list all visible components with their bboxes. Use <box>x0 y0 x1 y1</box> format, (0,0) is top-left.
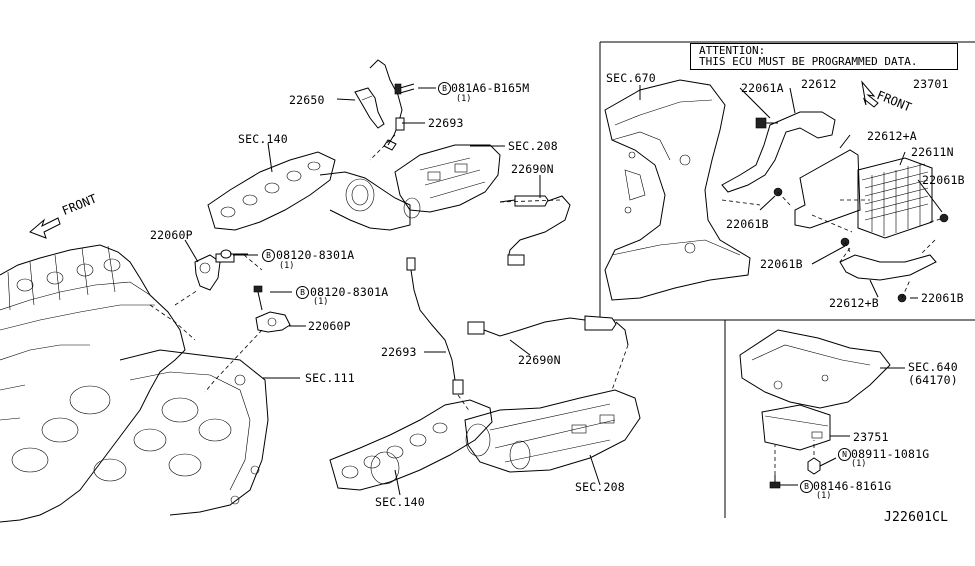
bolt-08146 <box>769 445 781 489</box>
part-label-22690n-upper[interactable]: 22690N <box>511 162 554 176</box>
part-label-22612-a[interactable]: 22612+A <box>867 129 917 143</box>
part-label-22690n-mid[interactable]: 22690N <box>518 353 561 367</box>
part-label-22061b-2[interactable]: 22061B <box>726 217 769 231</box>
section-subcode-64170: (64170) <box>908 373 958 387</box>
part-label-08146-8161g[interactable]: 08146-8161G <box>813 479 892 493</box>
part-label-22650[interactable]: 22650 <box>289 93 325 107</box>
bracket-22612a <box>794 149 870 233</box>
part-qty-08146: (1) <box>816 491 832 501</box>
part-label-22060p-upper[interactable]: 22060P <box>150 228 193 242</box>
nut-08911 <box>807 440 821 475</box>
bracket-22650 <box>354 87 385 129</box>
bolt-08120-mid <box>253 285 263 311</box>
bolts-22061b <box>773 187 949 303</box>
af-sensor-upper-22690n <box>499 195 571 266</box>
part-label-22061a[interactable]: 22061A <box>741 81 784 95</box>
section-label-670[interactable]: SEC.670 <box>606 71 656 85</box>
knock-sensor-mid <box>255 311 291 333</box>
part-label-22693-mid[interactable]: 22693 <box>381 345 417 359</box>
part-label-22612-b[interactable]: 22612+B <box>829 296 879 310</box>
part-label-23751[interactable]: 23751 <box>853 430 889 444</box>
part-label-22060p-mid[interactable]: 22060P <box>308 319 351 333</box>
ecu-detail-frame <box>599 41 975 518</box>
bolt-08120-upper <box>220 249 248 259</box>
tray-sec640 <box>739 329 891 409</box>
body-panel-sec670 <box>604 79 751 301</box>
bolt-marker-icon: B <box>296 286 309 299</box>
exhaust-manifold-lower <box>329 399 493 491</box>
catalyst-upper <box>394 144 501 219</box>
ecu-23751 <box>761 404 831 451</box>
part-qty-08911: (1) <box>851 459 867 469</box>
notice-text: THIS ECU MUST BE PROGRAMMED DATA. <box>699 55 918 68</box>
notice-heading: ATTENTION: <box>699 44 766 57</box>
bracket-22612 <box>721 111 836 206</box>
part-label-08120-8301a-mid[interactable]: 08120-8301A <box>310 285 389 299</box>
o2-sensor-upper-22693 <box>369 59 405 151</box>
engine-block <box>0 244 269 523</box>
guide-lines-left <box>149 134 561 393</box>
bolt-22061a <box>755 117 778 129</box>
ecu-22611n <box>857 157 933 239</box>
bracket-22612b <box>839 239 937 281</box>
part-qty-08120-mid: (1) <box>313 297 329 307</box>
section-label-140-lower[interactable]: SEC.140 <box>375 495 425 509</box>
part-label-23701[interactable]: 23701 <box>913 77 949 91</box>
section-label-640[interactable]: SEC.640 <box>908 360 958 374</box>
bolt-marker-icon: B <box>262 249 275 262</box>
section-label-140-upper[interactable]: SEC.140 <box>238 132 288 146</box>
part-label-08120-8301a-upper[interactable]: 08120-8301A <box>276 248 355 262</box>
exhaust-manifold-upper <box>207 151 411 231</box>
o2-sensor-lower-22693 <box>406 257 471 413</box>
nut-marker-icon: N <box>838 448 851 461</box>
part-label-22611n[interactable]: 22611N <box>911 145 954 159</box>
knock-sensor-upper <box>194 253 235 291</box>
leader-lines <box>184 85 943 496</box>
bolt-marker-icon: B <box>438 82 451 95</box>
af-sensor-lower-22690n <box>467 315 629 391</box>
front-arrow-right <box>861 80 879 108</box>
part-label-22612[interactable]: 22612 <box>801 77 837 91</box>
catalyst-lower <box>464 389 641 473</box>
part-label-22061b-4[interactable]: 22061B <box>921 291 964 305</box>
part-qty-081a6: (1) <box>456 94 472 104</box>
part-qty-08120-upper: (1) <box>279 261 295 271</box>
section-label-208-upper[interactable]: SEC.208 <box>508 139 558 153</box>
diagram-code: J22601CL <box>884 510 949 525</box>
bolt-081a6 <box>394 83 415 95</box>
part-label-22061b-1[interactable]: 22061B <box>922 173 965 187</box>
section-label-208-lower[interactable]: SEC.208 <box>575 480 625 494</box>
ecu-programming-notice: ATTENTION: THIS ECU MUST BE PROGRAMMED D… <box>690 43 958 70</box>
part-label-081a6-b165m[interactable]: 081A6-B165M <box>451 81 530 95</box>
part-label-08911-1081g[interactable]: 08911-1081G <box>851 447 930 461</box>
section-label-111[interactable]: SEC.111 <box>305 371 355 385</box>
bolt-marker-icon: B <box>800 480 813 493</box>
part-label-22693-upper[interactable]: 22693 <box>428 116 464 130</box>
front-arrow-left <box>29 217 61 239</box>
part-label-22061b-3[interactable]: 22061B <box>760 257 803 271</box>
